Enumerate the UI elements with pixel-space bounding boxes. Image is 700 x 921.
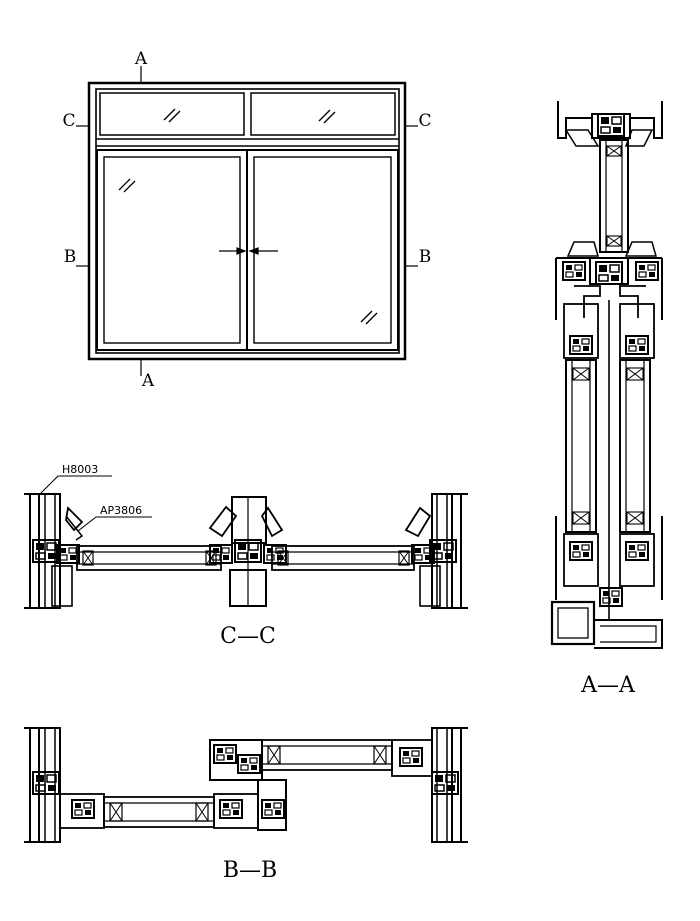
marker-a-bottom: A bbox=[141, 371, 155, 391]
window-elevation: A A C C B B bbox=[62, 49, 431, 391]
aa-lower-glass-right bbox=[619, 359, 651, 533]
section-bb: B—B bbox=[24, 727, 468, 883]
aa-upper-glass bbox=[599, 139, 629, 253]
cc-right-jamb bbox=[404, 493, 468, 609]
left-sliding-sash bbox=[96, 149, 248, 351]
aa-lower-glass-left bbox=[565, 359, 597, 533]
sliding-direction-arrows bbox=[219, 247, 278, 255]
section-aa: A—A bbox=[550, 101, 663, 698]
bb-left-sash-glass bbox=[103, 796, 215, 828]
cc-leaders bbox=[39, 475, 152, 532]
top-right-fixed-pane bbox=[250, 92, 396, 136]
section-aa-title: A—A bbox=[580, 673, 636, 698]
marker-c-left: C bbox=[62, 111, 75, 131]
marker-b-left: B bbox=[64, 247, 77, 267]
top-left-fixed-pane bbox=[99, 92, 245, 136]
section-cc-title: C—C bbox=[220, 624, 276, 649]
section-bb-title: B—B bbox=[223, 858, 277, 883]
cc-right-glass bbox=[271, 545, 415, 571]
aa-sill bbox=[550, 516, 663, 649]
cc-left-jamb bbox=[24, 493, 84, 609]
marker-b-right: B bbox=[419, 247, 432, 267]
bb-right-sash-glass bbox=[261, 739, 393, 771]
glass-hatch-marks bbox=[118, 108, 378, 325]
outer-frame bbox=[87, 81, 407, 361]
marker-a-top: A bbox=[134, 49, 148, 69]
cc-left-glass bbox=[76, 545, 222, 571]
section-cc: H8003 AP3806 C—C bbox=[24, 463, 468, 649]
leader-label-ap3806: AP3806 bbox=[100, 504, 142, 517]
section-cut-lines bbox=[76, 66, 418, 376]
aa-sash-meeting bbox=[563, 300, 655, 620]
marker-c-right: C bbox=[418, 111, 431, 131]
leader-label-h8003: H8003 bbox=[62, 463, 98, 476]
right-sliding-sash bbox=[246, 149, 399, 351]
